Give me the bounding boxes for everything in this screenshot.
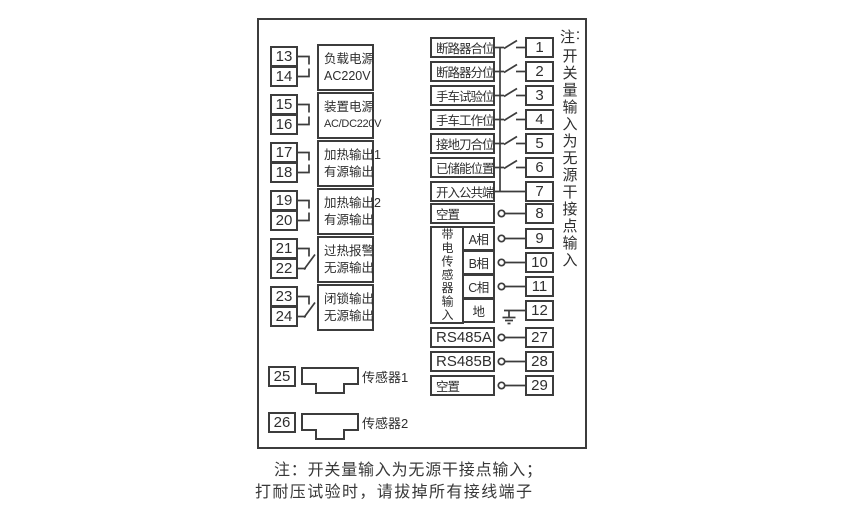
terminal-2: 2 [525,61,554,82]
label-earth: 地 [462,298,495,323]
terminal-15: 15 [270,94,298,115]
sensor-2-label: 传感器2 [362,416,409,431]
terminal-18: 18 [270,162,298,183]
terminal-27: 27 [525,327,554,348]
label-device-power: 装置电源 AC/DC220V [317,92,382,139]
terminal-17: 17 [270,142,298,163]
terminal-24: 24 [270,306,298,327]
terminal-16: 16 [270,114,298,135]
label-line: 无源输出 [324,260,375,275]
label-breaker-open: 断路器分位 [430,61,495,82]
label-phase-c: C相 [462,274,495,299]
label-heat-output-2: 加热输出2 有源输出 [317,188,381,235]
label-live-sensor-input-text: 带电传感器输入 [440,228,454,322]
label-line: 有源输出 [324,164,375,179]
terminal-29: 29 [525,375,554,396]
label-line: 负载电源 [324,51,375,66]
label-line: 装置电源 [324,99,375,114]
label-di-common: 开入公共端 [430,181,495,202]
label-phase-a: A相 [462,226,495,251]
label-spare-29: 空置 [430,375,495,396]
terminal-9: 9 [525,228,554,249]
terminal-13: 13 [270,46,298,67]
terminal-21: 21 [270,238,298,259]
terminal-11: 11 [525,276,554,297]
label-rs485b: RS485B [430,351,495,372]
label-lockout-output: 闭锁输出 无源输出 [317,284,374,331]
label-energy-stored: 已储能位置 [430,157,495,178]
label-cart-work-pos: 手车工作位 [430,109,495,130]
bottom-note-line-2: 打耐压试验时，请拔掉所有接线端子 [255,484,534,501]
label-line: 无源输出 [324,308,375,323]
label-phase-b: B相 [462,250,495,275]
terminal-4: 4 [525,109,554,130]
label-line: 过热报警 [324,243,375,258]
label-line: 闭锁输出 [324,291,375,306]
label-line: AC/DC220V [324,117,382,130]
terminal-14: 14 [270,66,298,87]
label-overheat-alarm: 过热报警 无源输出 [317,236,374,283]
label-line: 加热输出1 [324,147,381,162]
terminal-3: 3 [525,85,554,106]
label-line: 有源输出 [324,212,375,227]
terminal-10: 10 [525,252,554,273]
terminal-12: 12 [525,300,554,321]
terminal-20: 20 [270,210,298,231]
terminal-22: 22 [270,258,298,279]
terminal-23: 23 [270,286,298,307]
label-line: 加热输出2 [324,195,381,210]
terminal-1: 1 [525,37,554,58]
label-rs485a: RS485A [430,327,495,348]
terminal-8: 8 [525,203,554,224]
label-earth-knife-closed: 接地刀合位 [430,133,495,154]
label-load-power: 负载电源 AC220V [317,44,374,91]
side-note-head: 注 [560,29,576,46]
terminal-6: 6 [525,157,554,178]
terminal-7: 7 [525,181,554,202]
label-spare-8: 空置 [430,203,495,224]
bottom-note-line-1: 注：开关量输入为无源干接点输入； [274,462,543,479]
label-cart-test-pos: 手车试验位 [430,85,495,106]
label-heat-output-1: 加热输出1 有源输出 [317,140,381,187]
terminal-5: 5 [525,133,554,154]
terminal-19: 19 [270,190,298,211]
side-note-colon: ： [575,28,588,42]
terminal-26: 26 [268,412,296,433]
label-live-sensor-input: 带电传感器输入 [430,226,464,324]
terminal-25: 25 [268,366,296,387]
terminal-28: 28 [525,351,554,372]
label-line: AC220V [324,68,371,83]
label-breaker-closed: 断路器合位 [430,37,495,58]
side-note-vertical-text: 开关量输入为无源干接点输入 [560,48,578,269]
sensor-1-label: 传感器1 [362,370,409,385]
